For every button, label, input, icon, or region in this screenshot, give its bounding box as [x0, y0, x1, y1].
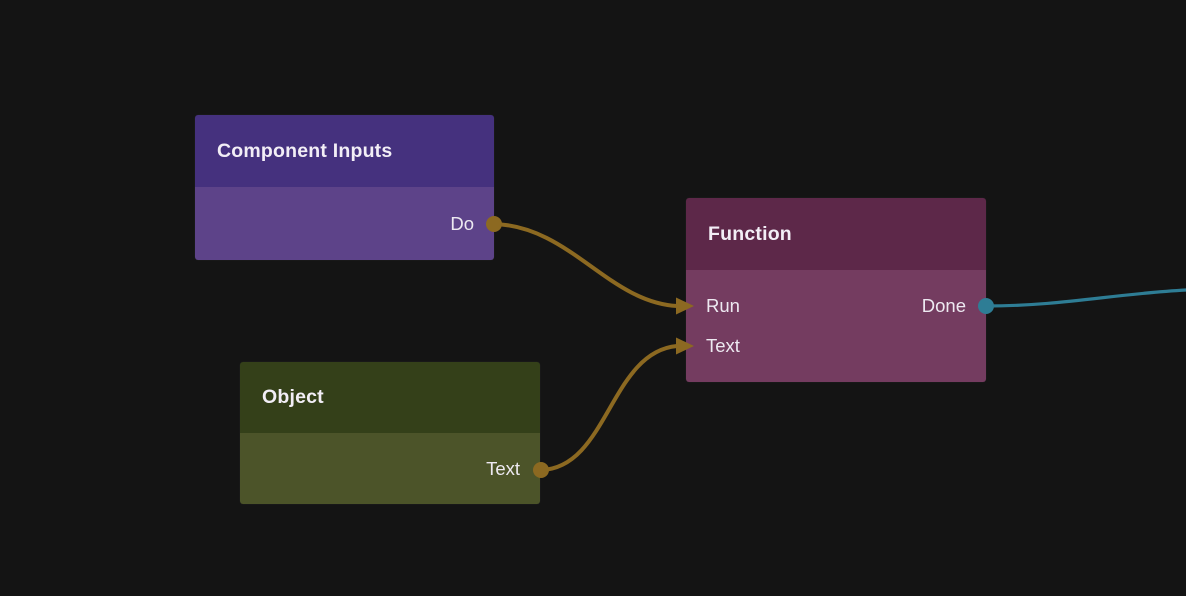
node-title: Component Inputs [217, 139, 393, 162]
node-title: Object [262, 386, 324, 408]
node-body: Run Done Text [686, 270, 986, 382]
input-port-label-run: Run [706, 295, 740, 316]
node-header[interactable]: Function [686, 198, 986, 270]
input-port-label-text: Text [706, 335, 740, 356]
node-header[interactable]: Object [240, 362, 540, 433]
node-header[interactable]: Component Inputs [195, 115, 494, 187]
wire-do-to-run[interactable] [492, 222, 679, 308]
port-row-run-done: Run Done [686, 286, 986, 326]
node-title: Function [708, 222, 792, 245]
output-port-label-text: Text [486, 457, 520, 479]
output-port-label-do: Do [450, 212, 474, 234]
node-object[interactable]: Object Text [240, 362, 540, 504]
port-row-text: Text [240, 449, 540, 489]
wire-done-out[interactable] [984, 288, 1186, 308]
node-body: Text [240, 433, 540, 504]
output-port-label-done: Done [921, 295, 966, 316]
port-row-do: Do [195, 204, 494, 244]
node-function[interactable]: Function Run Done Text [686, 198, 986, 382]
port-row-text: Text [686, 326, 986, 366]
wire-text-to-text[interactable] [539, 344, 679, 472]
node-component-inputs[interactable]: Component Inputs Do [195, 115, 494, 260]
node-body: Do [195, 187, 494, 260]
